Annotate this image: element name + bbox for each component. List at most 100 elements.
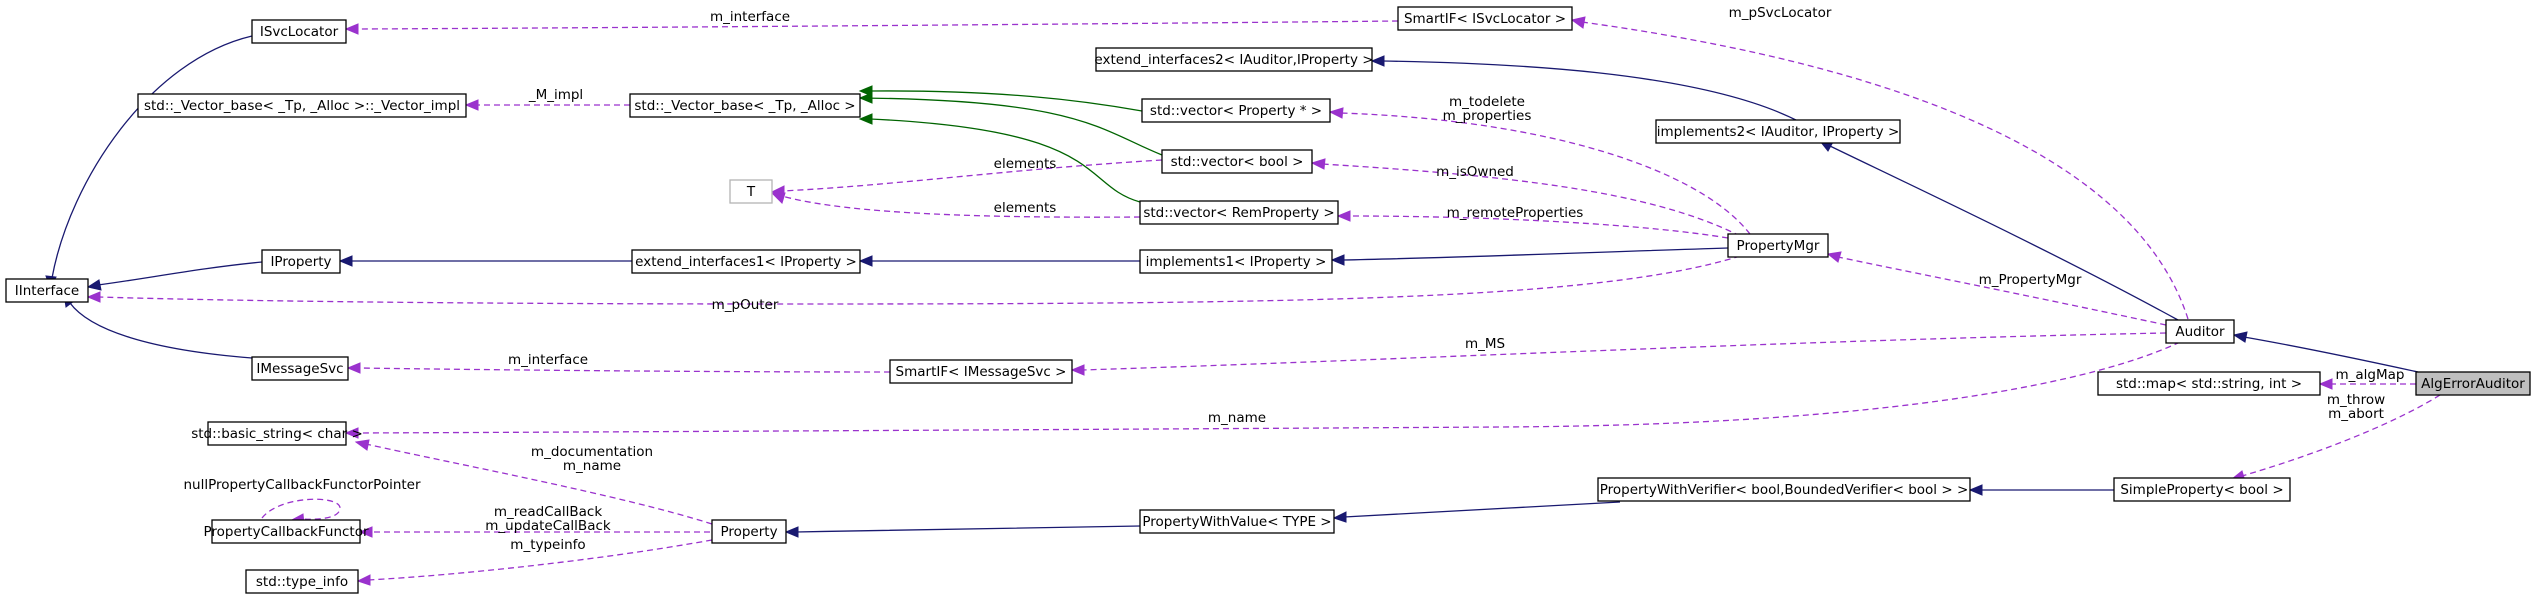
edge-property-to-propertycallbackfunctor: m_readCallBack m_updateCallBack [358, 504, 710, 538]
node-vector-property[interactable]: std::vector< Property * > [1141, 98, 1331, 123]
edge-line [1339, 112, 1751, 235]
node-t[interactable]: T [729, 179, 773, 204]
edge-arrowhead [858, 255, 873, 267]
edge-propertywithverifier-to-propertywithvalue [1332, 501, 1621, 523]
node-label: extend_interfaces1< IProperty > [635, 254, 857, 270]
edge-algerrorauditor-to-simpleproperty: m_throw m_abort [2230, 392, 2441, 482]
edge-label-m-updatecallback: m_updateCallBack [485, 518, 611, 534]
node-simpleproperty[interactable]: SimpleProperty< bool > [2113, 477, 2291, 502]
edge-auditor-to-smartif-isvclocator: m_pSvcLocator [1570, 5, 2189, 320]
edge-arrowhead [344, 427, 359, 439]
node-box [2113, 477, 2291, 502]
node-propertywithverifier[interactable]: PropertyWithVerifier< bool,BoundedVerifi… [1597, 477, 1971, 502]
edge-line [357, 367, 891, 373]
edge-algerrorauditor-to-auditor [2232, 331, 2419, 373]
node-box [729, 179, 773, 204]
node-iproperty[interactable]: IProperty [261, 249, 341, 274]
node-type-info[interactable]: std::type_info [245, 569, 359, 594]
node-property[interactable]: Property [711, 519, 787, 544]
node-label: SmartIF< IMessageSvc > [896, 364, 1067, 380]
edge-label-m-pouter: m_pOuter [712, 297, 779, 313]
edge-arrowhead [1330, 254, 1345, 266]
node-label: std::type_info [256, 574, 348, 590]
edge-arrowhead [1570, 16, 1586, 29]
node-box [251, 19, 347, 44]
node-vector-bool[interactable]: std::vector< bool > [1161, 149, 1313, 174]
node-box [1139, 200, 1339, 225]
node-label: Auditor [2175, 324, 2225, 340]
node-label: SimpleProperty< bool > [2120, 482, 2283, 498]
node-label: std::_Vector_base< _Tp, _Alloc > [634, 98, 855, 114]
node-map-string-int[interactable]: std::map< std::string, int > [2097, 371, 2321, 396]
edge-property-to-type-info: m_typeinfo [356, 537, 713, 586]
edge-smartif-imessagesvc-to-imessagesvc: m_interface [346, 352, 891, 374]
node-label: implements2< IAuditor, IProperty > [1657, 124, 1900, 140]
edge-arrowhead [1370, 55, 1385, 67]
edge-label-m-psvclocator: m_pSvcLocator [1729, 5, 1832, 21]
edge-propertymgr-to-vector-bool: m_isOwned [1310, 158, 1741, 237]
edge-implements2-to-extend-interfaces2 [1370, 55, 1801, 123]
node-label: SmartIF< ISvcLocator > [1404, 11, 1566, 27]
node-vector-remproperty[interactable]: std::vector< RemProperty > [1139, 200, 1339, 225]
node-auditor[interactable]: Auditor [2165, 319, 2235, 344]
edge-arrowhead [1070, 364, 1085, 376]
node-label: implements1< IProperty > [1146, 254, 1327, 270]
node-label: AlgErrorAuditor [2421, 376, 2525, 392]
edge-line [869, 90, 1143, 112]
node-box [1139, 509, 1335, 534]
edge-auditor-to-basic-string: m_name [344, 341, 2181, 439]
edge-arrowhead [1328, 107, 1344, 119]
edge-arrowhead [86, 279, 102, 291]
node-isvclocator[interactable]: ISvcLocator [251, 19, 347, 44]
node-vector-base[interactable]: std::_Vector_base< _Tp, _Alloc > [629, 93, 861, 118]
edge-label-elements-rem: elements [994, 200, 1057, 216]
edge-label-m-throw: m_throw [2327, 392, 2385, 408]
edge-propertycallbackfunctor-self: nullPropertyCallbackFunctorPointer [183, 477, 421, 525]
edge-arrowhead [1826, 251, 1842, 263]
node-box [2415, 371, 2531, 396]
node-box [1727, 233, 1829, 258]
edge-label-m-algmap: m_algMap [2336, 367, 2405, 383]
edge-auditor-to-smartif-imessagesvc: m_MS [1070, 332, 2167, 376]
node-smartif-isvclocator[interactable]: SmartIF< ISvcLocator > [1397, 6, 1573, 31]
node-basic-string[interactable]: std::basic_string< char > [191, 421, 363, 446]
edge-label-m-todelete: m_todelete [1449, 94, 1525, 110]
edge-arrowhead [338, 255, 353, 267]
node-propertywithvalue[interactable]: PropertyWithValue< TYPE > [1139, 509, 1335, 534]
edge-line [97, 261, 263, 286]
edge-propertywithvalue-to-property [784, 525, 1141, 538]
edge-imessagesvc-to-iinterface [63, 292, 253, 359]
node-propertymgr[interactable]: PropertyMgr [1727, 233, 1829, 258]
node-label: T [746, 184, 756, 200]
edge-arrowhead [1336, 210, 1351, 222]
node-iinterface[interactable]: IInterface [5, 278, 89, 303]
edge-line [795, 525, 1141, 533]
edge-line [1381, 60, 1801, 123]
node-box [5, 278, 89, 303]
edge-label-elements-bool: elements [994, 156, 1057, 172]
edge-arrowhead [358, 526, 373, 538]
node-box [1141, 98, 1331, 123]
edge-vector-base-to-vector-impl: _M_impl [464, 87, 630, 111]
edge-line [51, 35, 253, 279]
node-extend-interfaces1[interactable]: extend_interfaces1< IProperty > [631, 249, 861, 274]
node-imessagesvc[interactable]: IMessageSvc [251, 356, 349, 381]
node-box [711, 519, 787, 544]
node-box [261, 249, 341, 274]
edge-line [781, 195, 1141, 218]
node-vector-impl[interactable]: std::_Vector_base< _Tp, _Alloc >::_Vecto… [137, 93, 467, 118]
edge-label-m-typeinfo: m_typeinfo [510, 537, 585, 553]
node-box [629, 93, 861, 118]
node-propertycallbackfunctor[interactable]: PropertyCallbackFunctor [203, 519, 369, 544]
node-label: ISvcLocator [260, 24, 339, 40]
edge-label-m-name-top: m_name [1208, 410, 1266, 426]
node-extend-interfaces2[interactable]: extend_interfaces2< IAuditor,IProperty > [1094, 47, 1374, 72]
node-algerrorauditor[interactable]: AlgErrorAuditor [2415, 371, 2531, 396]
node-implements1[interactable]: implements1< IProperty > [1139, 249, 1333, 274]
edge-line [261, 498, 341, 520]
edge-line [859, 97, 1163, 156]
node-implements2[interactable]: implements2< IAuditor, IProperty > [1655, 119, 1901, 144]
edge-label-m-interface-svc: m_interface [710, 9, 790, 25]
edge-arrowhead [770, 192, 786, 204]
node-smartif-imessagesvc[interactable]: SmartIF< IMessageSvc > [889, 359, 1073, 384]
